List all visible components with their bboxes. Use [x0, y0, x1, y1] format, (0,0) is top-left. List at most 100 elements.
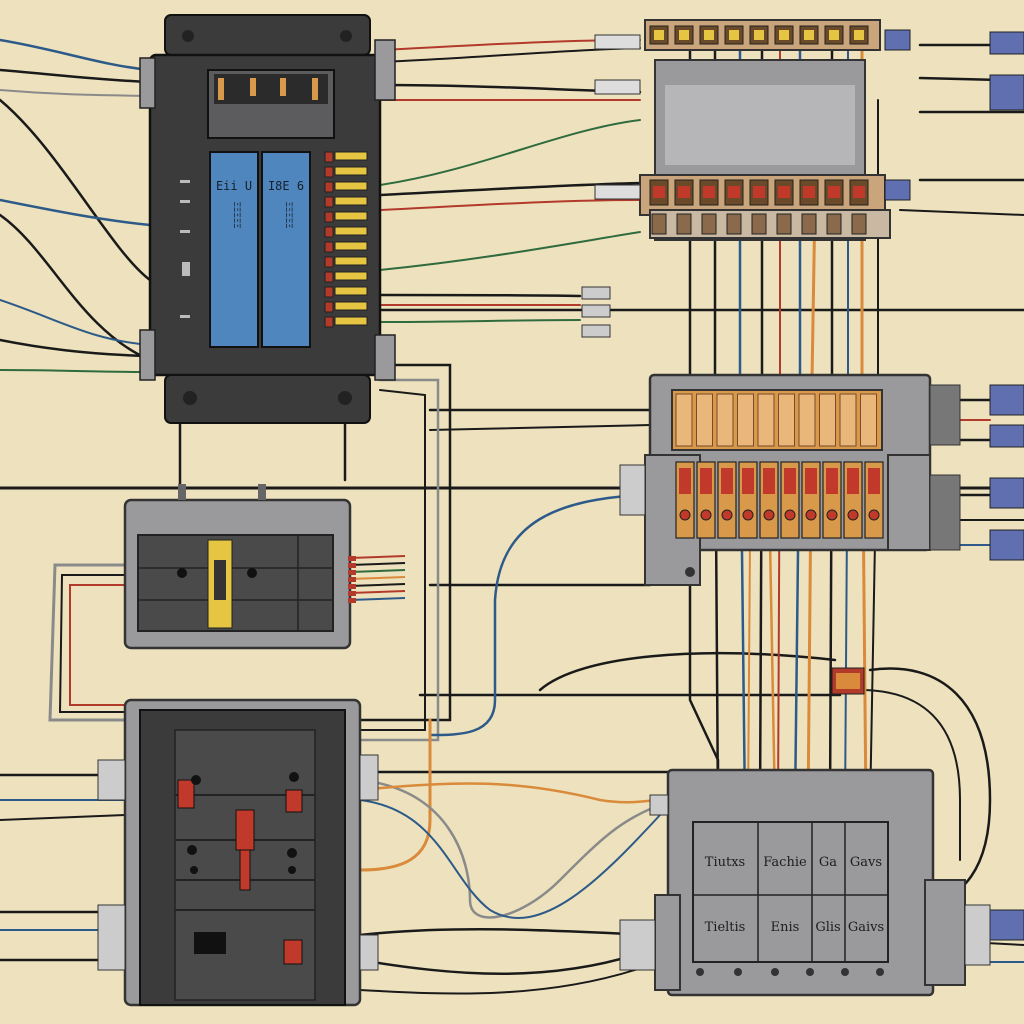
terminal-junction [831, 667, 865, 695]
relay-slot-contact [754, 30, 764, 40]
terminal-lug [334, 271, 368, 281]
relay-slot-contact [779, 30, 789, 40]
breaker-panel [97, 698, 379, 1007]
label-cell: Fachie [763, 855, 807, 870]
relay-indicator [805, 509, 817, 521]
label-cell: Ga [819, 855, 837, 870]
relay-slot-contact [654, 30, 664, 40]
label-cell: Enis [771, 920, 800, 935]
relay-indicator [721, 509, 733, 521]
relay-slot-base [801, 213, 817, 235]
relay-slot-contact [853, 186, 865, 198]
fuse-cell [757, 393, 775, 447]
breaker-box [123, 484, 406, 650]
lead-wire [349, 569, 406, 573]
relay-slot-contact [828, 186, 840, 198]
terminal-pin [324, 181, 334, 193]
relay-slot-contact [829, 30, 839, 40]
fuse-cell [778, 393, 795, 447]
terminal-lug [334, 196, 368, 206]
terminal-lug [334, 151, 368, 161]
lead-wire [349, 555, 406, 559]
relay-rack [594, 19, 911, 241]
connector [989, 477, 1024, 509]
terminal-lug [334, 316, 368, 326]
terminal-strip [324, 151, 368, 328]
connector [989, 74, 1024, 111]
label-cell: Glis [815, 920, 840, 935]
relay-coil [763, 468, 775, 494]
display-right-text: I8E 6 [268, 179, 304, 193]
relay-slot-group [649, 25, 869, 235]
relay-slot-contact [728, 186, 740, 198]
relay-slot-contact [803, 186, 815, 198]
relay-indicator [847, 509, 859, 521]
fuse-cell [860, 393, 877, 447]
display-left-text: Eii U [216, 179, 252, 193]
terminal-lug [334, 166, 368, 176]
fuse-cell [819, 393, 836, 447]
relay-slot-contact [729, 30, 739, 40]
fuse-cell [716, 393, 734, 447]
relay-coil [805, 468, 817, 494]
relay-coil [826, 468, 838, 494]
terminal-lug [334, 211, 368, 221]
relay-slot-base [651, 213, 667, 235]
relay-coil [679, 468, 691, 494]
relay-slot-base [776, 213, 792, 235]
terminal-pin [324, 196, 334, 208]
relay-slot-contact [679, 30, 689, 40]
fuse-block [619, 373, 961, 586]
lead-wire [349, 597, 406, 601]
relay-indicator [868, 509, 880, 521]
lead-ferrule [348, 598, 356, 603]
lead-ferrule [348, 584, 356, 589]
fuse-cell [675, 393, 693, 447]
relay-slot-base [726, 213, 742, 235]
connector [581, 286, 611, 300]
lead-wire [349, 583, 406, 587]
terminal-pin [324, 211, 334, 223]
lead-ferrule [348, 570, 356, 575]
fuse-row [675, 393, 877, 447]
relay-indicator [700, 509, 712, 521]
lead-wire [349, 576, 406, 580]
relay-slot-base [851, 213, 867, 235]
connector [581, 324, 611, 338]
relay-slot-contact [854, 30, 864, 40]
relay-coil [742, 468, 754, 494]
display-left-sub: ΞΞΞΞΞ [231, 201, 241, 228]
relay-slot-contact [653, 186, 665, 198]
lead-wire [349, 562, 406, 566]
relay-indicator [784, 509, 796, 521]
fuse-cell [798, 393, 816, 447]
relay-indicator [679, 509, 691, 521]
lead-wire [349, 590, 406, 594]
terminal-pin [324, 301, 334, 313]
lead-ferrule [348, 563, 356, 568]
connector [989, 424, 1024, 448]
relay-coil [868, 468, 880, 494]
terminal-lug [334, 226, 368, 236]
lead-bundle [348, 555, 406, 603]
connector [989, 31, 1024, 55]
relay-coil [847, 468, 859, 494]
terminal-lug [334, 286, 368, 296]
fuse-cell [737, 393, 754, 447]
terminal-pin [324, 271, 334, 283]
relay-slot-base [826, 213, 842, 235]
label-cell: Tieltis [705, 920, 746, 935]
display-right-sub: ΞΞΞΞΞ [283, 201, 293, 228]
fuse-cell [696, 393, 713, 447]
display-right: I8E 6 ΞΞΞΞΞ [261, 151, 311, 348]
relay-slot-contact [678, 186, 690, 198]
terminal-pin [324, 226, 334, 238]
relay-slot-base [701, 213, 717, 235]
display-left: Eii U ΞΞΞΞΞ [209, 151, 259, 348]
relay-coil [784, 468, 796, 494]
label-cell: Gavs [850, 855, 882, 870]
